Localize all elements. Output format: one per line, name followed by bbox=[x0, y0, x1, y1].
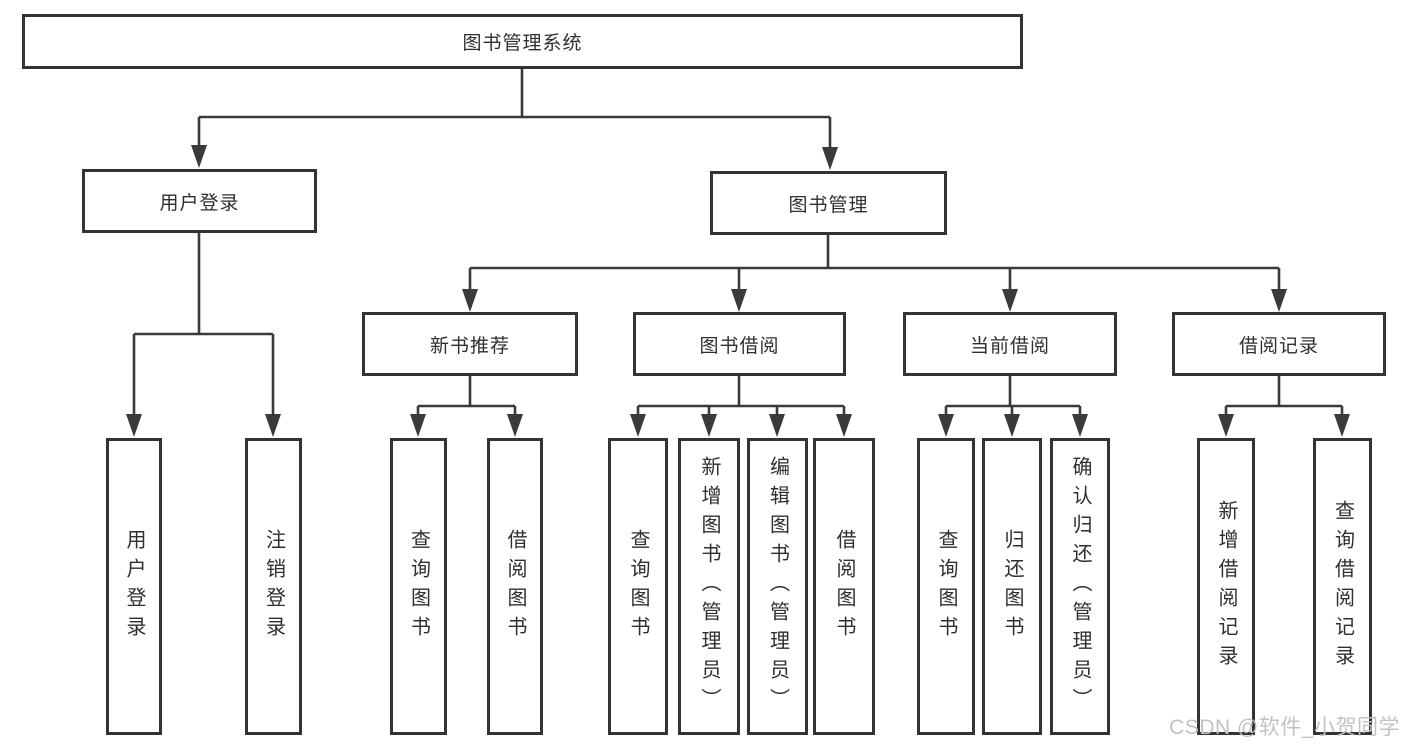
leaf-logout: 注销登录 bbox=[245, 438, 302, 735]
leaf-label: 确认归还（管理员） bbox=[1069, 456, 1091, 717]
arrow-icon bbox=[1218, 414, 1234, 437]
node-book-borrowing: 图书借阅 bbox=[633, 312, 846, 376]
node-borrowing-records: 借阅记录 bbox=[1172, 312, 1386, 376]
arrow-icon bbox=[836, 414, 852, 437]
leaf-label: 查询图书 bbox=[627, 528, 649, 645]
arrow-icon bbox=[731, 289, 747, 312]
node-new-book-recommendation: 新书推荐 bbox=[362, 312, 578, 376]
arrow-icon bbox=[701, 414, 717, 437]
arrow-icon bbox=[126, 414, 142, 437]
leaf-label: 归还图书 bbox=[1001, 528, 1023, 645]
arrow-icon bbox=[630, 414, 646, 437]
leaf-user-login: 用户登录 bbox=[106, 438, 162, 735]
leaf-bb-borrow-books: 借阅图书 bbox=[813, 438, 875, 735]
node-user-login: 用户登录 bbox=[82, 169, 317, 233]
leaf-label: 新增图书（管理员） bbox=[698, 456, 720, 717]
leaf-label: 借阅图书 bbox=[833, 528, 855, 645]
node-library-management-system: 图书管理系统 bbox=[22, 14, 1023, 69]
leaf-bb-add-books-admin: 新增图书（管理员） bbox=[678, 438, 740, 735]
leaf-label: 查询图书 bbox=[935, 528, 957, 645]
arrow-icon bbox=[938, 414, 954, 437]
leaf-bb-edit-books-admin: 编辑图书（管理员） bbox=[747, 438, 808, 735]
leaf-label: 借阅图书 bbox=[504, 528, 526, 645]
leaf-label: 注销登录 bbox=[262, 528, 285, 645]
leaf-label: 新增借阅记录 bbox=[1215, 499, 1237, 674]
arrow-icon bbox=[1271, 289, 1287, 312]
leaf-label: 编辑图书（管理员） bbox=[766, 456, 789, 717]
arrow-icon bbox=[265, 414, 281, 437]
arrow-icon bbox=[1002, 289, 1018, 312]
arrow-icon bbox=[1072, 414, 1088, 437]
leaf-label: 查询借阅记录 bbox=[1331, 499, 1354, 674]
leaf-label: 用户登录 bbox=[123, 528, 145, 645]
arrow-icon bbox=[1334, 414, 1350, 437]
arrow-icon bbox=[769, 414, 785, 437]
leaf-cb-search-books: 查询图书 bbox=[917, 438, 975, 735]
leaf-label: 查询图书 bbox=[407, 528, 430, 645]
leaf-cb-confirm-return-admin: 确认归还（管理员） bbox=[1050, 438, 1110, 735]
csdn-watermark: CSDN @软件_小贺同学 bbox=[1169, 716, 1400, 739]
leaf-nb-borrow-books: 借阅图书 bbox=[487, 438, 543, 735]
node-current-borrowing: 当前借阅 bbox=[903, 312, 1117, 376]
arrow-icon bbox=[462, 289, 478, 312]
arrow-icon bbox=[191, 145, 207, 168]
leaf-br-search-record: 查询借阅记录 bbox=[1313, 438, 1372, 735]
arrow-icon bbox=[507, 414, 523, 437]
node-book-management: 图书管理 bbox=[710, 171, 947, 235]
leaf-br-add-record: 新增借阅记录 bbox=[1197, 438, 1255, 735]
leaf-nb-search-books: 查询图书 bbox=[390, 438, 447, 735]
leaf-bb-search-books: 查询图书 bbox=[608, 438, 668, 735]
arrow-icon bbox=[410, 414, 426, 437]
leaf-cb-return-books: 归还图书 bbox=[982, 438, 1042, 735]
arrow-icon bbox=[822, 147, 838, 170]
arrow-icon bbox=[1004, 414, 1020, 437]
